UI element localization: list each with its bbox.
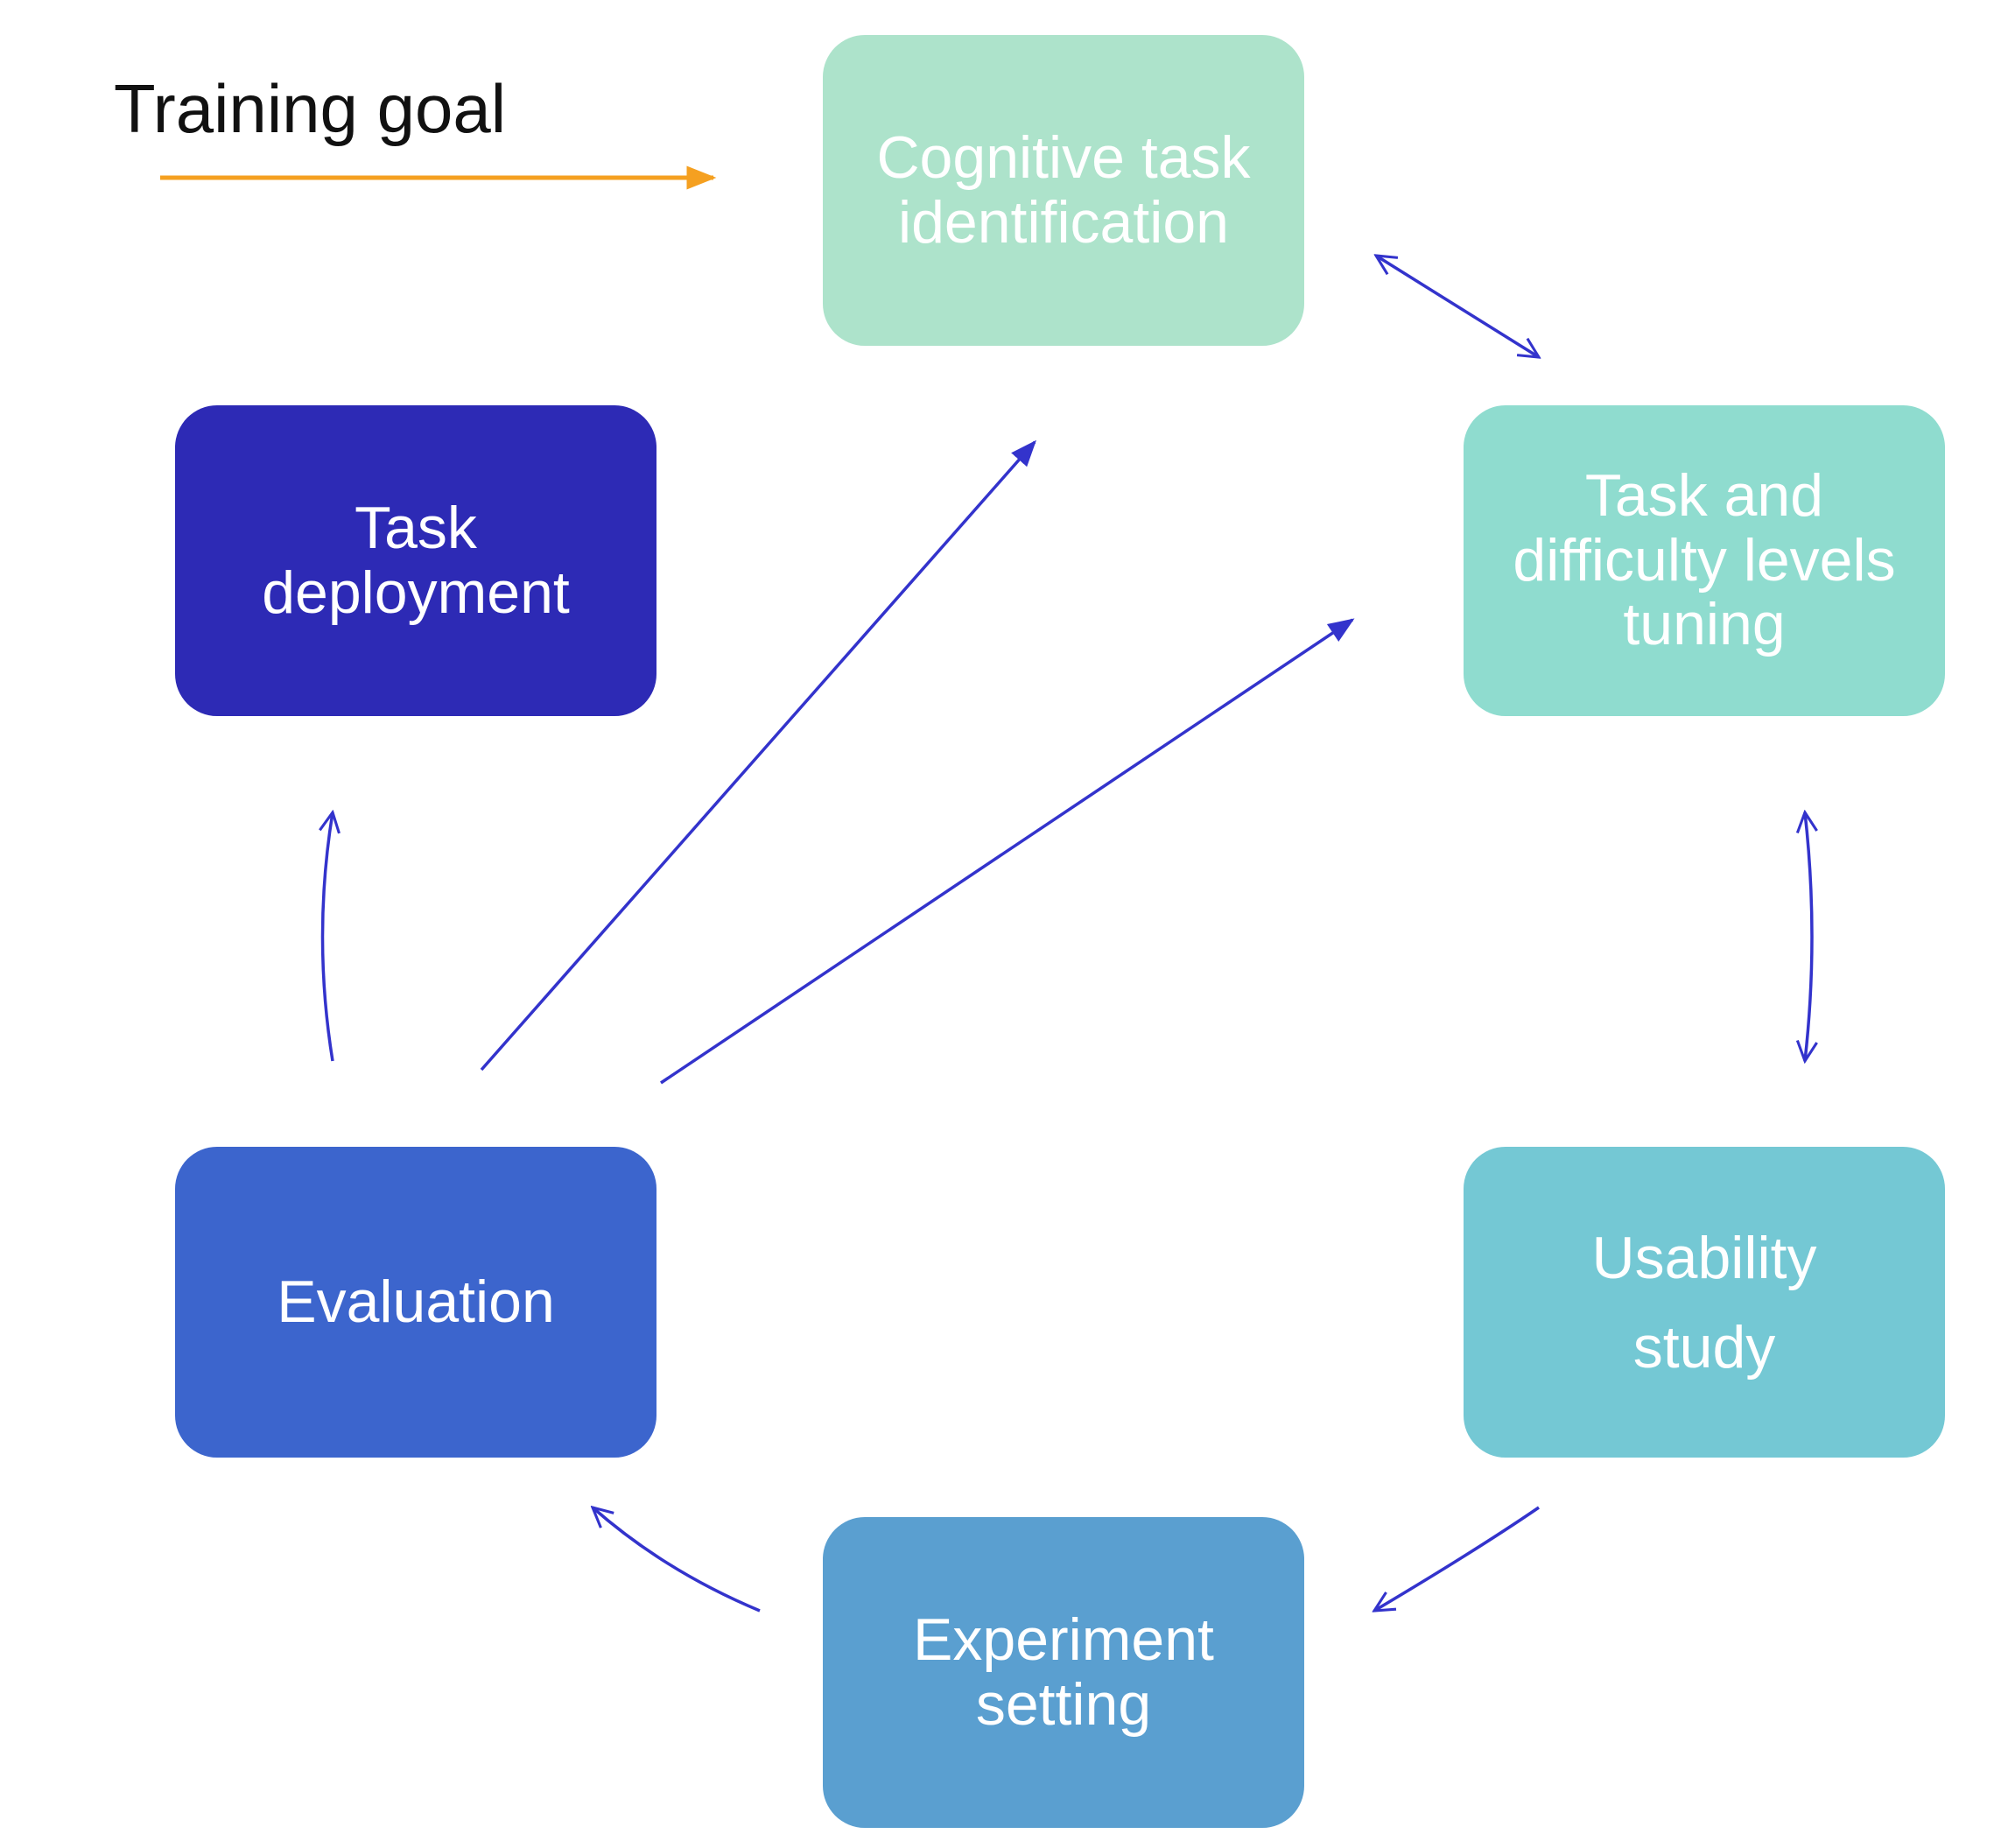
task-difficulty-tuning-label: Task and difficulty levels tuning xyxy=(1513,462,1896,658)
usability-study-box: Usability study xyxy=(1464,1147,1945,1458)
task-difficulty-tuning-box: Task and difficulty levels tuning xyxy=(1464,405,1945,716)
task-deployment-label: Task deployment xyxy=(262,495,570,626)
task-deployment-box: Task deployment xyxy=(175,405,656,716)
cognitive-task-identification-box: Cognitive task identification xyxy=(823,35,1304,346)
usability-study-label: Usability study xyxy=(1591,1224,1817,1381)
link-usability-experiment xyxy=(1374,1506,1540,1611)
evaluation-box: Evaluation xyxy=(175,1147,656,1458)
link-evaluation-cognitive xyxy=(480,439,1036,1072)
link-tuning-usability xyxy=(1805,812,1812,1061)
link-cognitive-tuning xyxy=(1376,256,1539,357)
training-goal-label: Training goal xyxy=(114,70,507,147)
evaluation-label: Evaluation xyxy=(277,1268,555,1335)
cognitive-task-identification-label: Cognitive task identification xyxy=(876,124,1251,256)
link-evaluation-deployment xyxy=(323,812,333,1062)
experiment-setting-label: Experiment setting xyxy=(913,1606,1214,1738)
link-experiment-evaluation xyxy=(593,1507,761,1613)
link-evaluation-tuning xyxy=(660,618,1355,1085)
experiment-setting-box: Experiment setting xyxy=(823,1517,1304,1828)
